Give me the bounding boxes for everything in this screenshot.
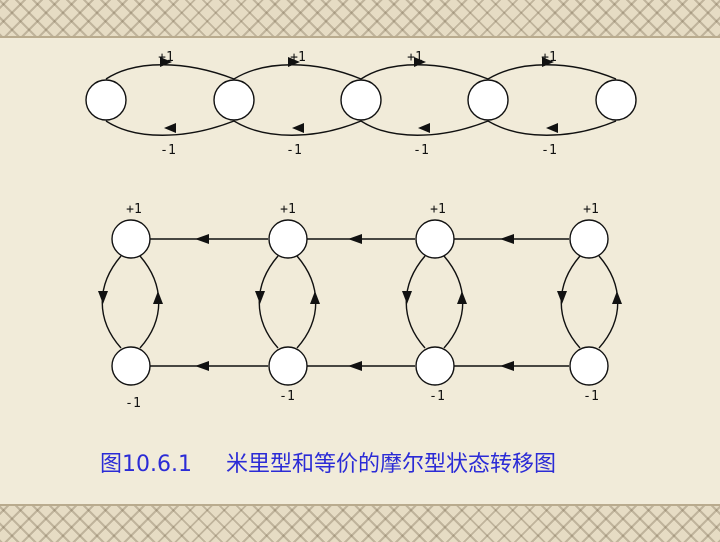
arrowhead-right	[288, 57, 300, 67]
arrowhead-left	[195, 234, 209, 244]
mealy-state-1	[85, 79, 127, 121]
mealy-labels: +1 +1 +1 +1 -1 -1 -1 -1	[158, 50, 557, 158]
arrowhead-left	[500, 234, 514, 244]
arrowhead-down	[255, 291, 265, 304]
arrowhead-down	[98, 291, 108, 304]
moore-state-label-bottom-3: -1	[429, 389, 445, 404]
mealy-states	[85, 79, 637, 121]
mealy-edge-label-top-1: +1	[158, 50, 174, 65]
decorative-border-top	[0, 0, 720, 38]
arrowhead-left	[546, 123, 558, 133]
figure-number: 图10.6.1	[100, 452, 192, 477]
arrowhead-left	[418, 123, 430, 133]
moore-vertical-loops	[101, 255, 619, 349]
moore-diagram: +1 +1 +1 +1 -1 -1 -1 -1	[98, 202, 622, 411]
moore-state-label-top-3: +1	[430, 202, 446, 217]
arrowhead-left	[195, 361, 209, 371]
mealy-edge-label-bottom-2: -1	[286, 143, 302, 158]
moore-state-label-bottom-1: -1	[125, 396, 141, 411]
moore-state-label-top-1: +1	[126, 202, 142, 217]
arrowhead-left	[348, 234, 362, 244]
moore-loop-left-1	[101, 255, 122, 349]
moore-states	[111, 219, 609, 386]
mealy-edge-bottom-1	[105, 120, 235, 136]
arrowhead-left	[292, 123, 304, 133]
mealy-state-4	[467, 79, 509, 121]
arrowhead-left	[500, 361, 514, 371]
moore-state-label-top-4: +1	[583, 202, 599, 217]
mealy-edge-label-bottom-3: -1	[413, 143, 429, 158]
arrowhead-up	[457, 291, 467, 304]
moore-state-label-bottom-2: -1	[279, 389, 295, 404]
moore-state-top-2	[268, 219, 308, 259]
arrowhead-right	[160, 57, 172, 67]
arrowhead-left	[348, 361, 362, 371]
moore-state-top-4	[569, 219, 609, 259]
figure-caption: 图10.6.1 米里型和等价的摩尔型状态转移图	[100, 446, 660, 478]
moore-state-bottom-1	[111, 346, 151, 386]
moore-horizontal-edges	[150, 238, 569, 367]
moore-state-bottom-4	[569, 346, 609, 386]
mealy-edge-bottom-2	[233, 120, 362, 136]
mealy-edge-bottom-3	[360, 120, 489, 136]
mealy-edge-top-4	[487, 64, 617, 80]
moore-labels: +1 +1 +1 +1 -1 -1 -1 -1	[125, 202, 599, 411]
mealy-edge-label-top-4: +1	[541, 50, 557, 65]
moore-state-bottom-3	[415, 346, 455, 386]
arrowhead-right	[414, 57, 426, 67]
moore-state-label-bottom-4: -1	[583, 389, 599, 404]
decorative-border-bottom	[0, 504, 720, 542]
arrowhead-left	[164, 123, 176, 133]
mealy-edge-bottom-4	[487, 120, 617, 136]
mealy-edge-label-top-3: +1	[407, 50, 423, 65]
arrowhead-up	[612, 291, 622, 304]
moore-state-top-3	[415, 219, 455, 259]
arrowhead-down	[557, 291, 567, 304]
arrowhead-down	[402, 291, 412, 304]
moore-vertical-arrowheads	[98, 291, 622, 304]
arrowhead-up	[310, 291, 320, 304]
mealy-edge-label-bottom-1: -1	[160, 143, 176, 158]
moore-loop-left-3	[405, 255, 426, 349]
mealy-edge-top-2	[233, 64, 362, 80]
mealy-state-5	[595, 79, 637, 121]
mealy-state-3	[340, 79, 382, 121]
moore-loop-left-2	[258, 255, 279, 349]
arrowhead-up	[153, 291, 163, 304]
mealy-edge-top-1	[105, 64, 235, 80]
mealy-diagram: +1 +1 +1 +1 -1 -1 -1 -1	[85, 50, 637, 158]
moore-horizontal-arrowheads	[195, 234, 514, 371]
mealy-edge-label-bottom-4: -1	[541, 143, 557, 158]
moore-loop-left-4	[560, 255, 581, 349]
mealy-state-2	[213, 79, 255, 121]
mealy-arrowheads	[160, 57, 558, 133]
mealy-edge-label-top-2: +1	[290, 50, 306, 65]
figure-title: 米里型和等价的摩尔型状态转移图	[225, 452, 556, 477]
moore-state-label-top-2: +1	[280, 202, 296, 217]
moore-state-bottom-2	[268, 346, 308, 386]
moore-state-top-1	[111, 219, 151, 259]
arrowhead-right	[542, 57, 554, 67]
mealy-edge-top-3	[360, 64, 489, 80]
